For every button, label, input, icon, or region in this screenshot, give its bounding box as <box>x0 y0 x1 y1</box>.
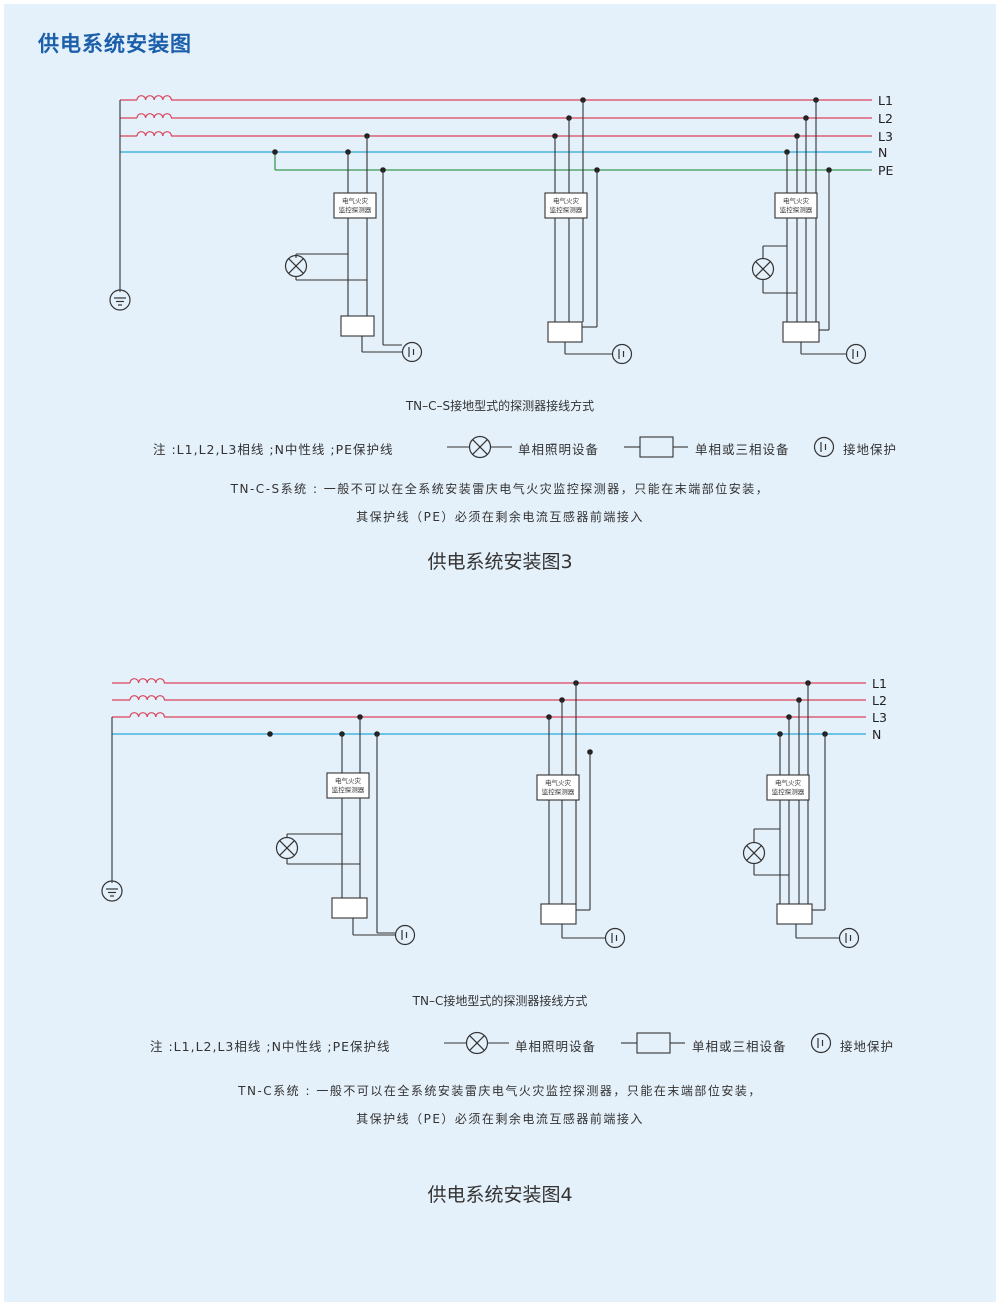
transformer-coil <box>136 113 172 119</box>
earth-icon <box>109 289 131 311</box>
legend-equipment-label: 单相或三相设备 <box>695 442 790 457</box>
ground-protection-icon <box>838 927 860 949</box>
ground-protection-icon <box>845 343 867 365</box>
detector-label-line-1: 电气火灾 <box>775 778 802 787</box>
detector-box <box>766 774 810 801</box>
detector-box <box>544 192 588 219</box>
lamp-icon <box>742 841 766 865</box>
transformer-coil <box>136 131 172 137</box>
detector-label-line-1: 电气火灾 <box>342 196 369 205</box>
legend-ground-label: 接地保护 <box>843 442 898 457</box>
detector-label-line-1: 电气火灾 <box>553 196 580 205</box>
bus-label-L2: L2 <box>878 111 893 126</box>
detector-label-line-2: 监控探测器 <box>542 787 575 796</box>
equipment-box <box>547 321 583 343</box>
legend-equipment-icon <box>639 436 674 458</box>
lamp-cross <box>746 845 762 861</box>
figure-title-4: 供电系统安装图4 <box>427 1184 573 1206</box>
lamp-cross <box>472 439 488 455</box>
lamp-icon <box>284 254 308 278</box>
figure-title-3: 供电系统安装图3 <box>427 551 573 573</box>
bus-label-L3: L3 <box>878 129 893 144</box>
ground-protection-icon <box>394 924 416 946</box>
lamp-cross <box>755 261 771 277</box>
ground-protection-icon <box>401 341 423 363</box>
detector-label-line-1: 电气火灾 <box>545 778 572 787</box>
wiring-caption-2: TN–C接地型式的探测器接线方式 <box>412 994 588 1008</box>
lamp-icon <box>465 1031 489 1055</box>
equipment-box <box>331 897 368 919</box>
description-2-line-2: 其保护线（PE）必须在剩余电流互感器前端接入 <box>356 1112 644 1126</box>
ground-protection-icon <box>810 1032 832 1054</box>
transformer-coil <box>136 95 172 101</box>
transformer-coil <box>129 695 165 701</box>
legend-lamp-label: 单相照明设备 <box>515 1039 597 1054</box>
detector-label-line-2: 监控探测器 <box>780 205 813 214</box>
legend-equipment-icon <box>636 1032 671 1054</box>
junction-dot <box>272 149 278 155</box>
transformer-coil <box>129 678 165 684</box>
page-background <box>4 4 996 1302</box>
legend-lamp-label: 单相照明设备 <box>518 442 600 457</box>
equipment-box <box>540 903 577 925</box>
legend-equipment-label: 单相或三相设备 <box>692 1039 787 1054</box>
lamp-cross <box>469 1035 485 1051</box>
description-2-line-1: TN-C系统 : 一般不可以在全系统安装雷庆电气火灾监控探测器，只能在末端部位安… <box>238 1084 762 1098</box>
detector-box <box>326 772 370 799</box>
lamp-cross <box>288 258 304 274</box>
detector-box <box>333 192 377 219</box>
lamp-cross <box>279 840 295 856</box>
detector-box <box>536 774 580 801</box>
earth-icon <box>101 880 123 902</box>
legend-ground-label: 接地保护 <box>840 1039 895 1054</box>
bus-label-L2: L2 <box>872 693 887 708</box>
detector-box <box>774 192 818 219</box>
legend-note: 注 :L1,L2,L3相线 ;N中性线 ;PE保护线 <box>150 1039 391 1054</box>
detector-label-line-2: 监控探测器 <box>339 205 372 214</box>
equipment-box <box>782 321 820 343</box>
bus-label-N: N <box>878 145 887 160</box>
bus-label-L3: L3 <box>872 710 887 725</box>
bus-label-N: N <box>872 727 881 742</box>
bus-label-L1: L1 <box>878 93 893 108</box>
detector-label-line-2: 监控探测器 <box>550 205 583 214</box>
detector-label-line-2: 监控探测器 <box>772 787 805 796</box>
ground-protection-icon <box>611 343 633 365</box>
description-1-line-2: 其保护线（PE）必须在剩余电流互感器前端接入 <box>356 510 644 524</box>
legend-note: 注 :L1,L2,L3相线 ;N中性线 ;PE保护线 <box>153 442 394 457</box>
page-title: 供电系统安装图 <box>38 32 192 56</box>
lamp-icon <box>751 257 775 281</box>
transformer-coil <box>129 712 165 718</box>
junction-dot <box>267 731 273 737</box>
wiring-caption-1: TN–C–S接地型式的探测器接线方式 <box>405 399 595 413</box>
detector-label-line-2: 监控探测器 <box>332 785 365 794</box>
detector-label-line-1: 电气火灾 <box>783 196 810 205</box>
bus-label-L1: L1 <box>872 676 887 691</box>
lamp-icon <box>468 435 492 459</box>
equipment-box <box>340 315 375 337</box>
description-1-line-1: TN-C-S系统 : 一般不可以在全系统安装雷庆电气火灾监控探测器，只能在末端部… <box>230 482 770 496</box>
ground-protection-icon <box>604 927 626 949</box>
bus-label-PE: PE <box>878 163 894 178</box>
detector-label-line-1: 电气火灾 <box>335 776 362 785</box>
ground-protection-icon <box>813 436 835 458</box>
lamp-icon <box>275 836 299 860</box>
equipment-box <box>776 903 813 925</box>
